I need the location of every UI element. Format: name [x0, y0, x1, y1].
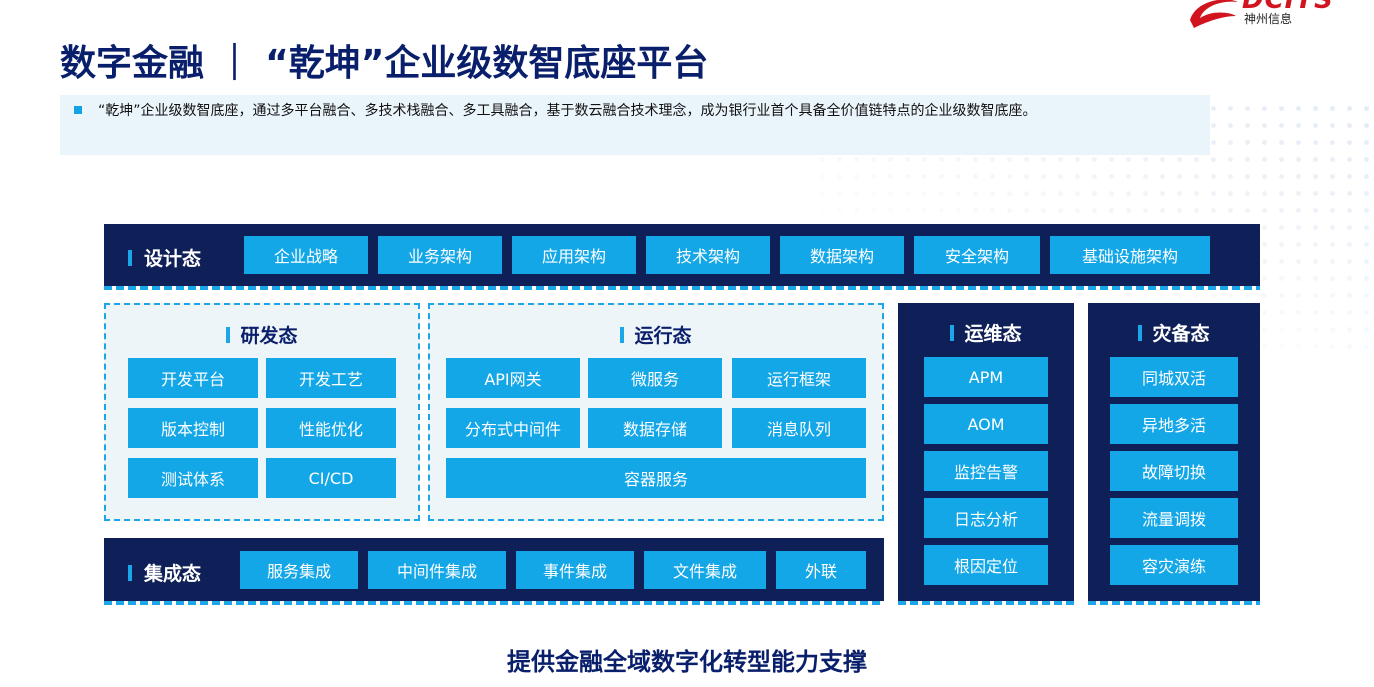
design-item: 技术架构	[646, 236, 770, 274]
dr-item: 异地多活	[1110, 404, 1238, 444]
integration-item: 服务集成	[240, 551, 358, 589]
dev-title: 研发态	[106, 321, 418, 348]
design-item: 数据架构	[780, 236, 904, 274]
runtime-item: 微服务	[588, 358, 722, 398]
integration-item: 事件集成	[516, 551, 634, 589]
ops-column: 运维态 APM AOM 监控告警 日志分析 根因定位	[898, 303, 1074, 605]
label-bar-icon	[1138, 325, 1143, 341]
footer-slogan: 提供金融全域数字化转型能力支撑	[507, 648, 867, 676]
logo-swirl-icon	[1190, 0, 1238, 28]
label-bar-icon	[226, 327, 231, 343]
dr-item: 故障切换	[1110, 451, 1238, 491]
dr-item: 同城双活	[1110, 357, 1238, 397]
runtime-item: API网关	[446, 358, 580, 398]
dr-item: 容灾演练	[1110, 545, 1238, 585]
ops-title: 运维态	[898, 319, 1074, 346]
dev-item: 性能优化	[266, 408, 396, 448]
integration-item: 文件集成	[644, 551, 766, 589]
runtime-item: 分布式中间件	[446, 408, 580, 448]
dev-item: 开发平台	[128, 358, 258, 398]
ops-item: 日志分析	[924, 498, 1048, 538]
integration-item: 中间件集成	[368, 551, 506, 589]
dr-column: 灾备态 同城双活 异地多活 故障切换 流量调拨 容灾演练	[1088, 303, 1260, 605]
dev-item: 测试体系	[128, 458, 258, 498]
ops-item: APM	[924, 357, 1048, 397]
intro-text: “乾坤”企业级数智底座，通过多平台融合、多技术栈融合、多工具融合，基于数云融合技…	[98, 103, 1037, 119]
runtime-item: 运行框架	[732, 358, 866, 398]
company-logo: DCITS 神州信息	[1186, 0, 1333, 34]
runtime-item: 容器服务	[446, 458, 866, 498]
ops-item: AOM	[924, 404, 1048, 444]
design-item: 基础设施架构	[1050, 236, 1210, 274]
dr-title: 灾备态	[1088, 319, 1260, 346]
logo-company-name: 神州信息	[1244, 12, 1293, 26]
design-band: 设计态 企业战略 业务架构 应用架构 技术架构 数据架构 安全架构 基础设施架构	[104, 224, 1260, 290]
label-bar-icon	[950, 325, 955, 341]
page-title: 数字金融 ｜ “乾坤”企业级数智底座平台	[60, 43, 709, 84]
label-bar-icon	[620, 327, 625, 343]
ops-item: 根因定位	[924, 545, 1048, 585]
design-item: 安全架构	[914, 236, 1040, 274]
dev-panel: 研发态 开发平台 开发工艺 版本控制 性能优化 测试体系 CI/CD	[104, 303, 420, 521]
dev-item: 版本控制	[128, 408, 258, 448]
integration-label: 集成态	[128, 559, 201, 586]
bullet-square-icon	[74, 106, 82, 114]
logo-brand: DCITS	[1242, 0, 1334, 15]
runtime-panel: 运行态 API网关 微服务 运行框架 分布式中间件 数据存储 消息队列 容器服务	[428, 303, 884, 521]
dev-item: CI/CD	[266, 458, 396, 498]
design-item: 应用架构	[512, 236, 636, 274]
design-item: 业务架构	[378, 236, 502, 274]
runtime-title: 运行态	[430, 321, 882, 348]
dr-item: 流量调拨	[1110, 498, 1238, 538]
dev-item: 开发工艺	[266, 358, 396, 398]
runtime-item: 数据存储	[588, 408, 722, 448]
integration-item: 外联	[776, 551, 866, 589]
label-bar-icon	[128, 250, 132, 266]
integration-band: 集成态 服务集成 中间件集成 事件集成 文件集成 外联	[104, 538, 884, 605]
label-bar-icon	[128, 565, 132, 581]
design-item: 企业战略	[244, 236, 368, 274]
design-label: 设计态	[128, 244, 201, 271]
intro-box: “乾坤”企业级数智底座，通过多平台融合、多技术栈融合、多工具融合，基于数云融合技…	[60, 95, 1210, 155]
runtime-item: 消息队列	[732, 408, 866, 448]
ops-item: 监控告警	[924, 451, 1048, 491]
